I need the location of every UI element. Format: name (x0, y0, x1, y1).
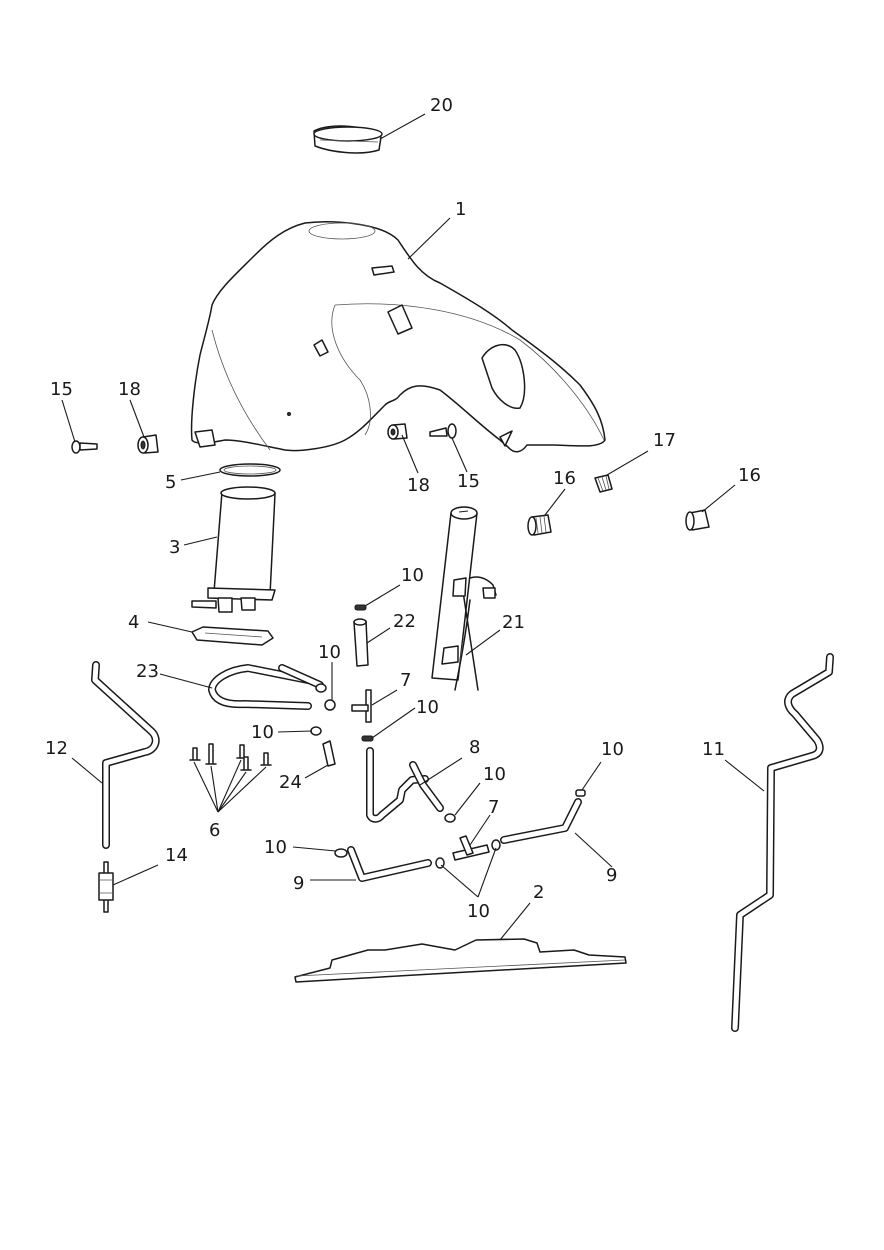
callout-10: 10 (264, 837, 287, 858)
callout-9: 9 (293, 873, 304, 894)
callout-7: 7 (488, 797, 499, 818)
hose-part[interactable] (353, 618, 369, 667)
grommet-part[interactable] (137, 434, 159, 454)
seal-part[interactable] (219, 463, 281, 477)
callout-9: 9 (606, 865, 617, 886)
callout-14: 14 (165, 845, 188, 866)
callout-10: 10 (483, 764, 506, 785)
screws-part[interactable] (189, 743, 272, 771)
hose-clip-part[interactable] (361, 735, 374, 742)
hose-clip-part[interactable] (310, 726, 322, 736)
hose-clip-part[interactable] (575, 789, 586, 797)
callout-17: 17 (653, 430, 676, 451)
rubber-mount-part[interactable] (527, 514, 552, 536)
callout-21: 21 (502, 612, 525, 633)
callout-15: 15 (50, 379, 73, 400)
heat-shield-part[interactable] (294, 938, 627, 983)
grommet-part[interactable] (387, 423, 408, 440)
callout-18: 18 (407, 475, 430, 496)
hose-clip-part[interactable] (444, 813, 456, 823)
callout-12: 12 (45, 738, 68, 759)
callout-10: 10 (467, 901, 490, 922)
callout-10: 10 (401, 565, 424, 586)
callout-8: 8 (469, 737, 480, 758)
rubber-mount-part[interactable] (594, 474, 613, 493)
callout-10: 10 (601, 739, 624, 760)
callout-22: 22 (393, 611, 416, 632)
callout-10: 10 (416, 697, 439, 718)
callout-2: 2 (533, 882, 544, 903)
callout-6: 6 (209, 820, 220, 841)
breather-hose-part[interactable] (731, 653, 834, 1032)
rubber-mount-part[interactable] (685, 509, 710, 531)
callout-4: 4 (128, 612, 139, 633)
callout-10: 10 (318, 642, 341, 663)
fuel-sender-part[interactable] (431, 506, 497, 691)
bolt-part[interactable] (71, 440, 98, 454)
callout-18: 18 (118, 379, 141, 400)
hose-clip-part[interactable] (491, 839, 501, 851)
callout-15: 15 (457, 471, 480, 492)
callout-1: 1 (455, 199, 466, 220)
fuel-pump-part[interactable] (191, 486, 276, 613)
valve-part[interactable] (98, 861, 114, 913)
hose-part[interactable] (347, 846, 432, 882)
callout-5: 5 (165, 472, 176, 493)
bolt-part[interactable] (429, 423, 457, 439)
callout-16: 16 (738, 465, 761, 486)
pump-plate-part[interactable] (191, 626, 274, 646)
hose-part[interactable] (500, 798, 582, 844)
drain-hose-part[interactable] (91, 661, 160, 849)
callout-16: 16 (553, 468, 576, 489)
hose-clip-part[interactable] (334, 848, 348, 858)
callout-10: 10 (251, 722, 274, 743)
callout-labels: 20 1 15 18 18 15 17 16 16 5 3 4 10 22 21… (45, 95, 761, 922)
hose-clip-part[interactable] (324, 699, 336, 711)
t-piece-part[interactable] (351, 689, 372, 723)
callout-20: 20 (430, 95, 453, 116)
callout-3: 3 (169, 537, 180, 558)
filler-ring-part[interactable] (313, 125, 383, 154)
clip-part[interactable] (322, 740, 336, 767)
hose-clip-part[interactable] (354, 604, 367, 611)
hose-part[interactable] (208, 664, 327, 710)
fuel-tank-part[interactable] (190, 221, 606, 453)
callout-7: 7 (400, 670, 411, 691)
t-piece-part[interactable] (452, 835, 490, 861)
callout-24: 24 (279, 772, 302, 793)
leader-lines (61, 113, 765, 941)
callout-23: 23 (136, 661, 159, 682)
callout-11: 11 (702, 739, 725, 760)
hose-part[interactable] (366, 747, 444, 823)
